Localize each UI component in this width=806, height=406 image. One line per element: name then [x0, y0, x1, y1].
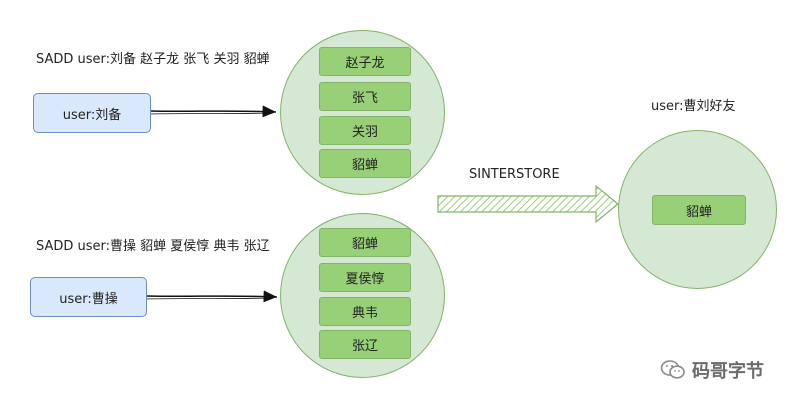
set-member: 张辽 [319, 330, 411, 359]
sinterstore-arrow [437, 184, 619, 224]
set-member: 张飞 [319, 82, 411, 111]
command-sadd-caocao: SADD user:曹操 貂蝉 夏侯惇 典韦 张辽 [36, 239, 270, 254]
set-member: 关羽 [319, 116, 411, 145]
command-sadd-liubei: SADD user:刘备 赵子龙 张飞 关羽 貂蝉 [36, 52, 270, 67]
watermark: 码哥字节 [660, 357, 764, 383]
wechat-icon [660, 360, 685, 379]
set-member: 夏侯惇 [319, 263, 411, 292]
set-member: 赵子龙 [319, 47, 411, 76]
watermark-text: 码哥字节 [692, 361, 764, 382]
set-member: 貂蝉 [319, 228, 411, 257]
key-box-liubei: user:刘备 [33, 93, 151, 133]
set-member: 典韦 [319, 297, 411, 326]
key-label-caocao: user:曹操 [59, 291, 118, 307]
arrow-caocao-to-set-sketch [145, 297, 273, 300]
arrow-caocao-to-set [145, 290, 278, 303]
key-label-liubei: user:刘备 [62, 107, 122, 123]
arrow-liubei-to-set-sketch [149, 112, 273, 115]
key-box-caocao: user:曹操 [30, 277, 147, 317]
result-member: 貂蝉 [652, 195, 746, 225]
set-member: 貂蝉 [319, 149, 411, 178]
result-key-label: user:曹刘好友 [651, 99, 736, 114]
operation-label: SINTERSTORE [469, 167, 560, 182]
arrow-liubei-to-set [149, 105, 277, 118]
